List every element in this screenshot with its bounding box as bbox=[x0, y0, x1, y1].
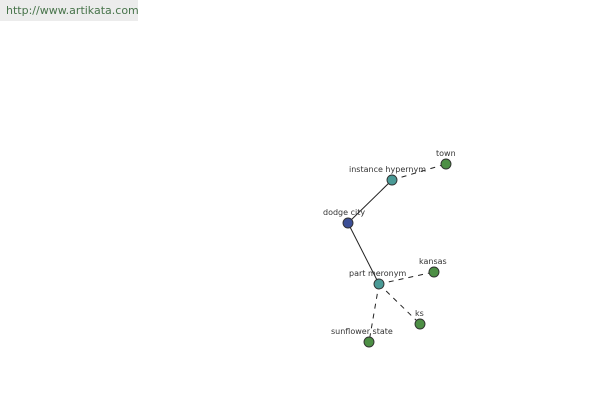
node-sunflower-state[interactable] bbox=[363, 336, 375, 348]
node-label-town: town bbox=[436, 149, 456, 158]
node-town[interactable] bbox=[440, 158, 452, 170]
edge-dodge-city-to-instance-hypernym bbox=[347, 179, 393, 224]
edges-layer bbox=[347, 163, 447, 343]
nodes-layer bbox=[342, 158, 452, 348]
node-kansas[interactable] bbox=[428, 266, 440, 278]
node-label-instance-hypernym: instance hypernym bbox=[349, 165, 426, 174]
edge-part-meronym-to-ks bbox=[378, 283, 421, 325]
node-instance-hypernym[interactable] bbox=[386, 174, 398, 186]
source-banner: http://www.artikata.com bbox=[0, 0, 139, 21]
node-label-part-meronym: part meronym bbox=[349, 269, 406, 278]
node-ks[interactable] bbox=[414, 318, 426, 330]
labels-layer: dodge city instance hypernym town part mero… bbox=[323, 149, 456, 336]
source-link[interactable]: http://www.artikata.com bbox=[6, 4, 139, 17]
node-label-ks: ks bbox=[415, 309, 424, 318]
node-label-sunflower-state: sunflower state bbox=[331, 327, 393, 336]
node-part-meronym[interactable] bbox=[373, 278, 385, 290]
node-dodge-city[interactable] bbox=[342, 217, 354, 229]
edge-dodge-city-to-part-meronym bbox=[347, 222, 380, 285]
node-label-kansas: kansas bbox=[419, 257, 447, 266]
node-label-dodge-city: dodge city bbox=[323, 208, 365, 217]
